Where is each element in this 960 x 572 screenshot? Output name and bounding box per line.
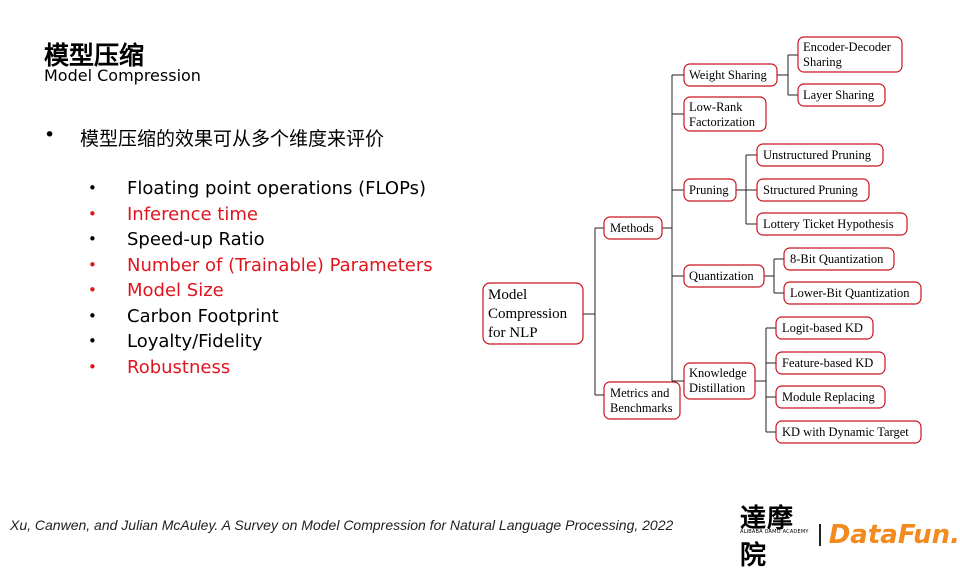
layer-sharing-label: Layer Sharing <box>803 88 875 102</box>
node-logit-kd: Logit-based KD <box>775 316 874 340</box>
kd-line1: Knowledge <box>689 366 747 380</box>
node-low-rank: Low-Rank Factorization <box>683 96 767 132</box>
root-line2: Compression <box>488 306 568 322</box>
node-weight-sharing: Weight Sharing <box>683 63 778 87</box>
bullet-dot: • <box>88 230 97 248</box>
metric-item: • Number of (Trainable) Parameters <box>88 253 433 279</box>
weight-sharing-label: Weight Sharing <box>689 68 768 82</box>
alibaba-damo-logo: 達摩院 ALIBABA DAMO ACADEMY <box>740 498 809 572</box>
node-unstructured-pruning: Unstructured Pruning <box>756 143 884 167</box>
metric-item: • Inference time <box>88 202 433 228</box>
bullet-dot: • <box>88 179 97 197</box>
node-8bit-quantization: 8-Bit Quantization <box>783 247 895 271</box>
bullet-dot: • <box>44 124 56 146</box>
pruning-label: Pruning <box>689 183 729 197</box>
metric-item: • Robustness <box>88 355 433 381</box>
node-pruning: Pruning <box>683 178 737 202</box>
taxonomy-diagram: Model Compression for NLP Methods Metric… <box>482 36 922 444</box>
root-line3: for NLP <box>488 325 538 341</box>
node-feature-kd: Feature-based KD <box>775 351 886 375</box>
metric-text: Carbon Footprint <box>127 305 279 327</box>
encoder-decoder-line1: Encoder-Decoder <box>803 40 892 54</box>
node-methods: Methods <box>603 216 663 240</box>
node-layer-sharing: Layer Sharing <box>797 83 886 107</box>
metric-item: • Floating point operations (FLOPs) <box>88 176 433 202</box>
alibaba-logo-text: 達摩院 <box>740 504 795 571</box>
root-line1: Model <box>488 287 527 303</box>
module-replacing-label: Module Replacing <box>782 390 875 404</box>
citation: Xu, Canwen, and Julian McAuley. A Survey… <box>10 517 674 533</box>
logo-divider <box>819 524 821 546</box>
bullet-dot: • <box>88 332 97 350</box>
bullet-dot: • <box>88 255 97 274</box>
structured-pruning-label: Structured Pruning <box>763 183 859 197</box>
metric-text: Inference time <box>127 203 258 225</box>
metric-item: • Carbon Footprint <box>88 304 433 330</box>
bullet-dot: • <box>88 281 97 299</box>
metrics-benchmarks-line2: Benchmarks <box>610 401 673 415</box>
metric-item: • Loyalty/Fidelity <box>88 329 433 355</box>
feature-kd-label: Feature-based KD <box>782 356 873 370</box>
node-metrics-benchmarks: Metrics and Benchmarks <box>603 381 681 420</box>
slide-subtitle: Model Compression <box>44 66 201 85</box>
lottery-ticket-label: Lottery Ticket Hypothesis <box>763 217 894 231</box>
main-bullet: • 模型压缩的效果可从多个维度来评价 <box>44 124 384 151</box>
bullet-dot: • <box>88 204 97 223</box>
node-lottery-ticket: Lottery Ticket Hypothesis <box>756 212 908 236</box>
datafun-logo: DataFun. <box>828 520 960 550</box>
node-kd-dynamic-target: KD with Dynamic Target <box>775 420 922 444</box>
kd-dynamic-target-label: KD with Dynamic Target <box>782 425 909 439</box>
bullet-dot: • <box>88 306 97 325</box>
node-quantization: Quantization <box>683 264 765 288</box>
metric-item: • Model Size <box>88 278 433 304</box>
quantization-label: Quantization <box>689 269 754 283</box>
metric-text: Model Size <box>127 280 224 301</box>
low-rank-line1: Low-Rank <box>689 100 743 114</box>
node-knowledge-distillation: Knowledge Distillation <box>683 362 756 400</box>
alibaba-logo-subtext: ALIBABA DAMO ACADEMY <box>740 529 809 535</box>
node-module-replacing: Module Replacing <box>775 385 886 409</box>
main-bullet-text: 模型压缩的效果可从多个维度来评价 <box>80 128 385 150</box>
8bit-quantization-label: 8-Bit Quantization <box>790 252 884 266</box>
slide-title: 模型压缩 <box>44 41 145 70</box>
metric-text: Number of (Trainable) Parameters <box>127 254 433 276</box>
metric-text: Speed-up Ratio <box>127 229 265 250</box>
kd-line2: Distillation <box>689 381 746 395</box>
metrics-list: • Floating point operations (FLOPs) • Infe… <box>88 176 433 380</box>
metric-text: Floating point operations (FLOPs) <box>127 178 427 199</box>
encoder-decoder-line2: Sharing <box>803 55 843 69</box>
lower-bit-quantization-label: Lower-Bit Quantization <box>790 286 910 300</box>
methods-label: Methods <box>610 221 654 235</box>
metric-text: Robustness <box>127 356 231 378</box>
node-encoder-decoder: Encoder-Decoder Sharing <box>797 36 903 73</box>
node-root: Model Compression for NLP <box>482 282 584 345</box>
diagram-edges <box>583 54 798 433</box>
metrics-benchmarks-line1: Metrics and <box>610 386 670 400</box>
footer-logos: 達摩院 ALIBABA DAMO ACADEMY DataFun. <box>740 498 960 572</box>
node-lower-bit-quantization: Lower-Bit Quantization <box>783 281 922 305</box>
bullet-dot: • <box>88 357 97 376</box>
node-structured-pruning: Structured Pruning <box>756 178 870 202</box>
metric-text: Loyalty/Fidelity <box>127 331 263 352</box>
unstructured-pruning-label: Unstructured Pruning <box>763 148 872 162</box>
low-rank-line2: Factorization <box>689 115 756 129</box>
metric-item: • Speed-up Ratio <box>88 227 433 253</box>
logit-kd-label: Logit-based KD <box>782 321 863 335</box>
